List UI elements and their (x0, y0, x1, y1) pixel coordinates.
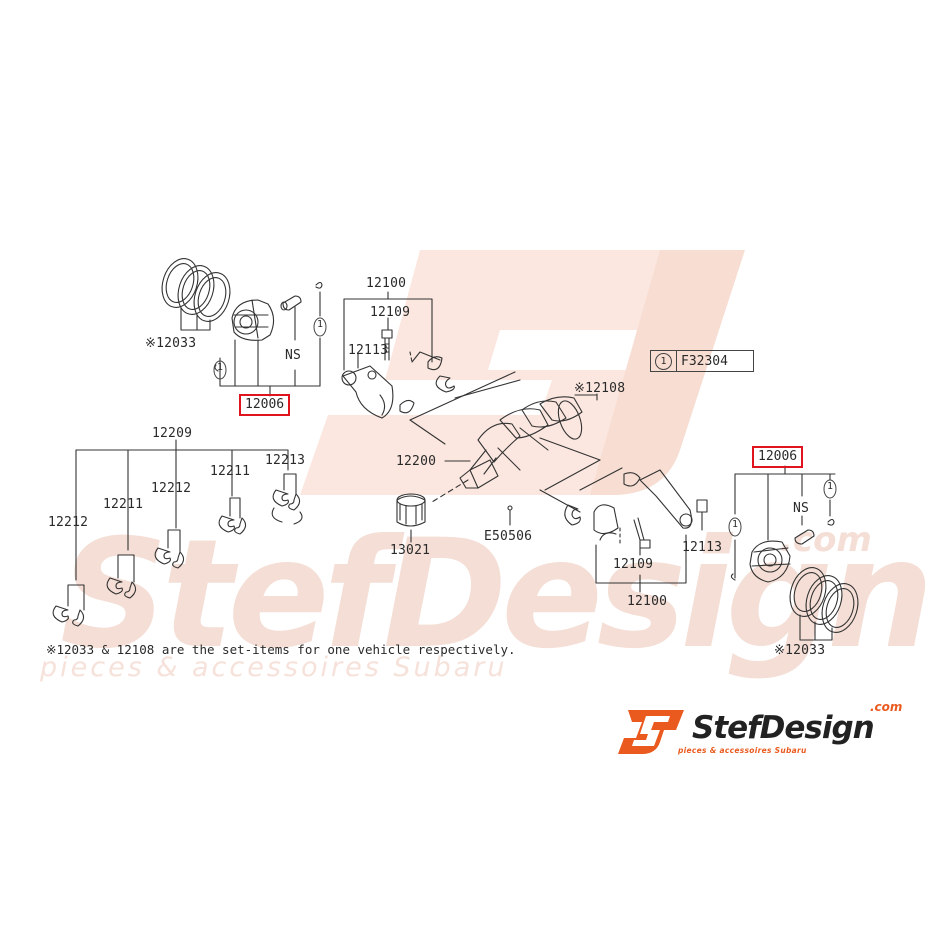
circle-1-label: 1 (317, 319, 324, 330)
watermark-tagline: pieces & accessoires Subaru (40, 652, 508, 683)
label-nut-bottom: 12113 (682, 540, 723, 555)
piston-pin-left (280, 295, 302, 311)
label-bearing-12212-upper: 12212 (151, 481, 192, 496)
label-bolt-top: 12109 (370, 305, 411, 320)
crankshaft (459, 396, 583, 489)
bearing-12212-lower (52, 584, 85, 627)
logo-tagline: pieces & accessoires Subaru (678, 746, 807, 755)
piston-left (231, 299, 275, 341)
sj-logo-icon (618, 710, 684, 754)
reference-divider (676, 350, 677, 372)
reference-code: F32304 (681, 353, 728, 369)
label-piston-left-highlighted: 12006 (239, 394, 291, 416)
crank-sprocket (396, 493, 426, 527)
piston-right (749, 540, 791, 583)
label-rod-top: 12100 (366, 276, 407, 291)
label-ns-left: NS (285, 348, 302, 363)
circle-1-label: 1 (827, 481, 834, 492)
label-piston-right-highlighted: 12006 (752, 446, 804, 468)
label-ns-right: NS (793, 501, 810, 516)
label-bearing-12213: 12213 (265, 453, 306, 468)
circle-1-label: 1 (217, 362, 224, 373)
piston-rings-left (161, 258, 231, 322)
bearing-12211-upper (218, 497, 247, 535)
circlip-left (214, 281, 323, 372)
label-nut-top: 12113 (348, 343, 389, 358)
footnote: ※12033 & 12108 are the set-items for one… (46, 642, 516, 657)
piston-rings-right (789, 567, 859, 633)
logo-dotcom: .com (870, 700, 903, 714)
reference-box: 1 F32304 (650, 350, 754, 372)
label-sprocket: 13021 (390, 543, 431, 558)
circlip-right (730, 518, 835, 581)
label-bolt-bottom: 12109 (613, 557, 654, 572)
watermark-brand: StefDesign (60, 508, 931, 682)
label-bearing-12211-upper: 12211 (210, 464, 251, 479)
bearing-12212-upper (154, 529, 185, 569)
label-bearing-12211-lower: 12211 (103, 497, 144, 512)
label-bearing-set: ※12108 (574, 381, 626, 396)
logo-brand-name: StefDesign (692, 710, 875, 746)
conrod-bottom (564, 469, 693, 541)
label-rod-bottom: 12100 (627, 594, 668, 609)
label-rings-left: ※12033 (145, 336, 197, 351)
label-bearing-12212-lower: 12212 (48, 515, 89, 530)
label-rings-right: ※12033 (774, 643, 826, 658)
conrod-bolt-bottom (633, 517, 651, 549)
circle-1-label: 1 (732, 519, 739, 530)
bearing-12213 (271, 473, 303, 525)
piston-pin-right (794, 529, 815, 545)
label-bolt-e: E50506 (484, 529, 533, 544)
conrod-top (341, 351, 443, 419)
brand-logo: StefDesign .com pieces & accessoires Sub… (618, 700, 918, 766)
reference-circle: 1 (655, 352, 672, 370)
bearing-12211-lower (106, 554, 137, 599)
conrod-bolt-top (381, 329, 393, 361)
label-crankshaft: 12200 (396, 454, 437, 469)
label-bearing-group: 12209 (152, 426, 193, 441)
